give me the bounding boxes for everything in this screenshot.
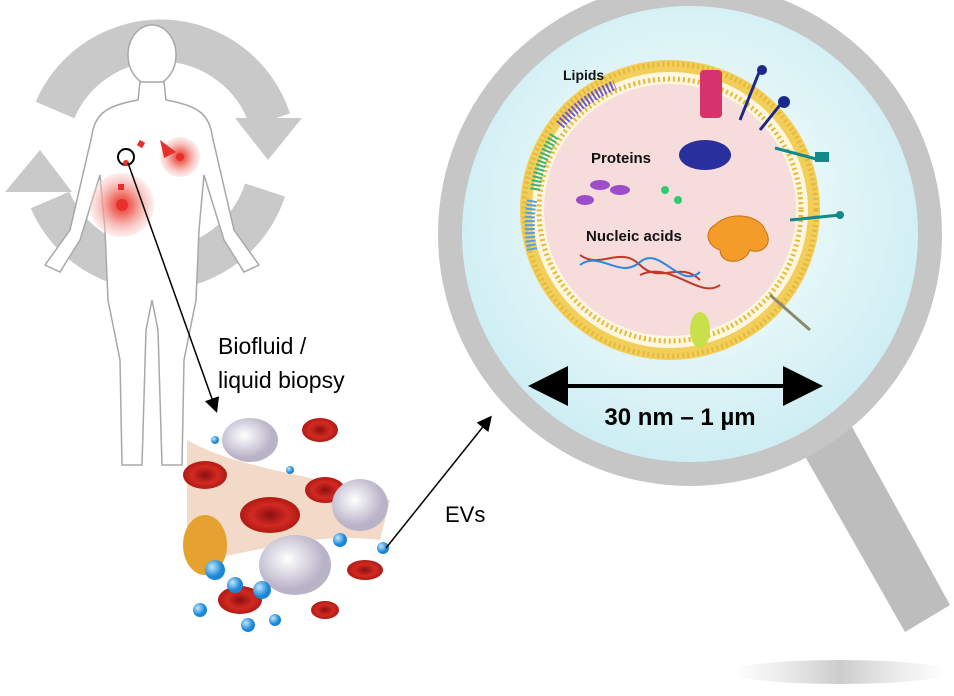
protein-icon (674, 196, 682, 204)
blood-cells-image (183, 418, 400, 640)
proteins-label: Proteins (591, 150, 651, 167)
magnifier-handle (790, 405, 950, 632)
circulation-arrowhead-right (235, 118, 302, 160)
rna-icon (639, 270, 721, 290)
tumor-core (176, 153, 184, 161)
evs-arrow (385, 415, 492, 549)
protein-icon (707, 215, 769, 262)
liquid-biopsy-label: liquid biopsy (218, 367, 345, 393)
protein-icon (576, 195, 594, 205)
biofluid-arrow (127, 162, 220, 413)
evs-label: EVs (445, 502, 485, 527)
protein-icon (679, 140, 731, 170)
cell-dot (123, 160, 129, 166)
membrane-proteins (690, 65, 844, 348)
tumor-core (116, 199, 128, 211)
human-body-icon (43, 24, 261, 466)
cell-dot (136, 139, 146, 149)
dna-icon (579, 257, 701, 278)
protein-icon (590, 180, 610, 190)
migration-arrow-icon (160, 140, 176, 158)
dna-icon (579, 254, 701, 281)
cell-dot (118, 184, 124, 190)
protein-icon (661, 186, 669, 194)
protein-icon (610, 185, 630, 195)
extracellular-vesicle (520, 60, 820, 360)
nucleic-acids-label: Nucleic acids (586, 228, 682, 245)
circulation-arrowhead-left (5, 150, 72, 192)
biofluid-label: Biofluid / (218, 333, 307, 359)
size-range-label: 30 nm – 1 µm (604, 404, 755, 431)
magnifier-shadow (730, 660, 950, 684)
lipids-label: Lipids (563, 67, 604, 83)
